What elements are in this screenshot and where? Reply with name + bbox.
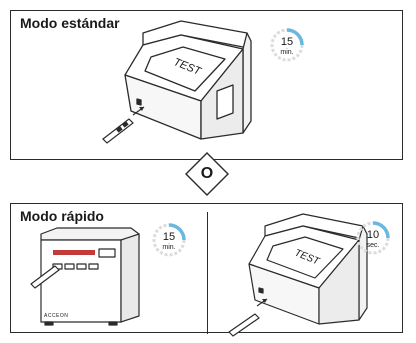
- timer-fast-reader: 10 sec.: [355, 220, 391, 256]
- timer-ring: [356, 221, 390, 255]
- incubator-brand-label: ACCEON: [44, 313, 69, 319]
- standard-mode-panel: Modo estándar TEST: [10, 10, 403, 160]
- timer-value: 10: [366, 229, 380, 241]
- test-strip: [102, 118, 134, 144]
- timer-ring: [152, 223, 186, 257]
- fast-mode-title: Modo rápido: [20, 208, 104, 224]
- timer-ring: [270, 28, 304, 62]
- insert-arrow: [132, 106, 145, 116]
- standard-mode-title: Modo estándar: [20, 15, 120, 31]
- test-reader-device: [124, 20, 252, 140]
- fast-mode-divider: [207, 212, 209, 334]
- timer-value: 15: [280, 36, 294, 48]
- test-reader-device-fast: [228, 213, 368, 337]
- or-separator-label: O: [200, 165, 214, 182]
- fast-mode-panel: Modo rápido ACCEON: [10, 203, 403, 337]
- timer-unit: min.: [162, 244, 176, 251]
- or-separator-diamond: [185, 152, 229, 196]
- timer-unit: min.: [280, 49, 294, 56]
- timer-fast-incubator: 15 min.: [151, 222, 187, 258]
- timer-standard: 15 min.: [269, 27, 305, 63]
- timer-unit: sec.: [366, 242, 380, 249]
- incubator-device: [30, 227, 140, 326]
- timer-value: 15: [162, 231, 176, 243]
